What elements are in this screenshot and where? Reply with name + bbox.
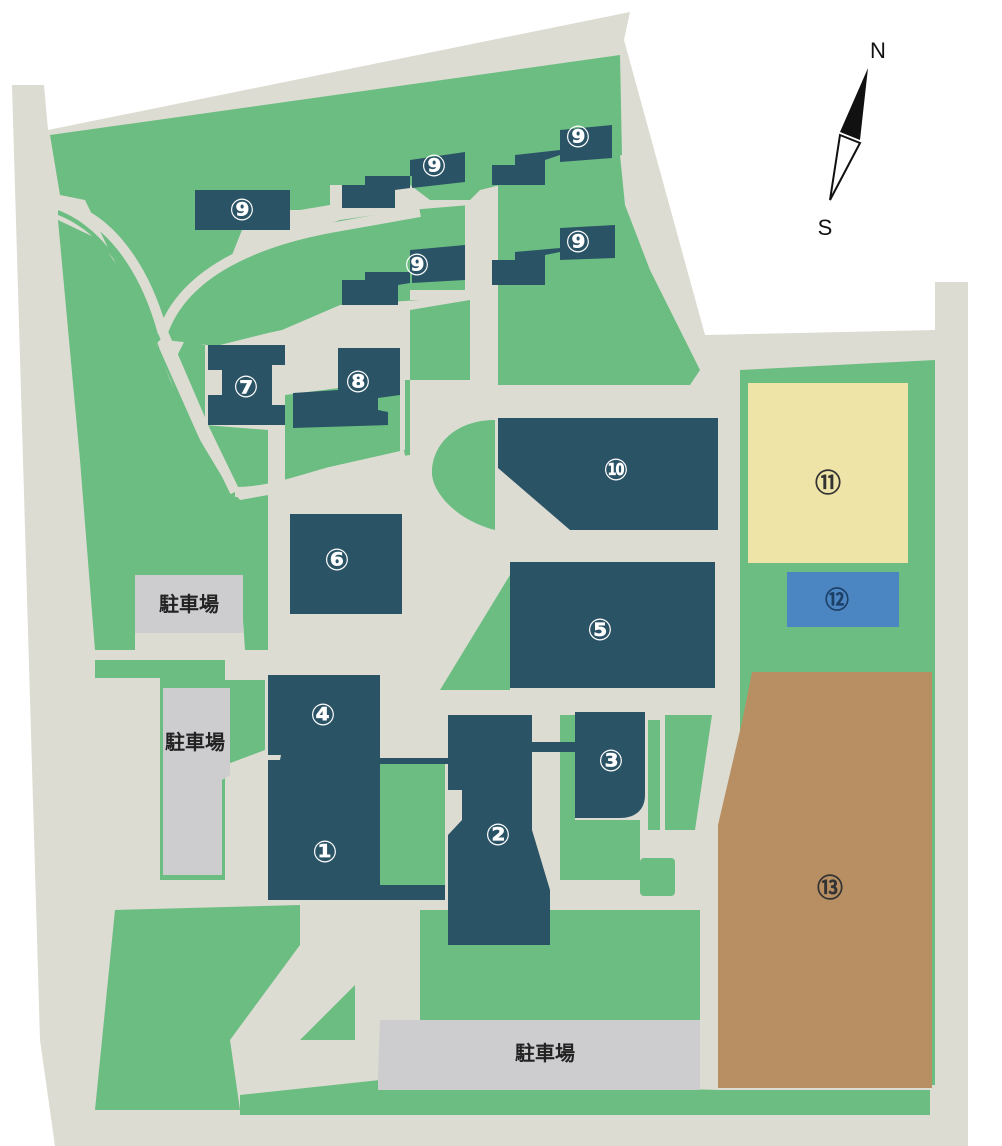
parking-lot-north: [135, 575, 243, 633]
label-9c: ⑨: [565, 120, 590, 155]
building-4: [268, 675, 380, 755]
compass-north: N: [870, 38, 886, 63]
building-1: [268, 750, 445, 900]
corridor-2-3: [532, 742, 577, 752]
lawn-center-east: [560, 715, 640, 880]
label-13: ⑬: [817, 873, 843, 904]
parking-label-south: 駐車場: [515, 1041, 575, 1065]
building-5: [510, 562, 715, 688]
label-3: ③: [598, 744, 623, 779]
building-3: [575, 712, 645, 818]
pool-12: [787, 572, 899, 627]
label-9b: ⑨: [421, 149, 446, 184]
label-9e: ⑨: [565, 225, 590, 260]
lawn-center-south: [380, 760, 445, 885]
building-labels: ⑨ ⑨ ⑨ ⑨ ⑨ ⑦ ⑧ ⑥ ⑩ ⑤ ④ ① ② ③ ⑪ ⑫ ⑬: [229, 120, 849, 904]
lawn-west: [58, 220, 268, 650]
lawn-center-east2: [648, 720, 660, 830]
label-1: ①: [312, 835, 337, 870]
ground-13: [718, 672, 932, 1088]
parking-label-north: 駐車場: [159, 592, 219, 616]
parking-lot-south: [378, 1020, 700, 1090]
label-9a: ⑨: [229, 193, 254, 228]
label-6: ⑥: [324, 543, 349, 578]
building-8: [293, 348, 400, 428]
lawn-small-square: [640, 858, 675, 896]
building-7: [208, 345, 285, 425]
label-9d: ⑨: [404, 248, 429, 283]
north-arrow-icon: [840, 68, 868, 140]
label-5: ⑤: [587, 613, 612, 648]
lawn-east-strip: [498, 155, 700, 385]
buildings: [195, 125, 718, 945]
compass-south: S: [818, 215, 833, 240]
parking-lots: [135, 575, 700, 1090]
building-9d: [342, 245, 465, 305]
lawn-triangle-5: [440, 575, 510, 690]
label-2: ②: [485, 818, 510, 853]
building-9b: [342, 152, 465, 208]
parking-label-west: 駐車場: [165, 730, 225, 754]
building-9c: [492, 125, 612, 185]
building-9a: [195, 190, 290, 230]
lawn-north: [50, 55, 622, 345]
building-9e: [492, 225, 615, 285]
south-arrow-icon: [829, 133, 862, 201]
compass: N S: [818, 38, 886, 240]
parking-lot-west: [163, 688, 230, 875]
footpaths: [56, 200, 495, 670]
label-11: ⑪: [815, 468, 841, 499]
building-2: [448, 715, 550, 945]
lawn-south-triangle: [300, 985, 355, 1040]
label-4: ④: [310, 698, 335, 733]
corridor-4-2: [380, 758, 448, 764]
building-6: [290, 514, 402, 614]
building-10: [498, 418, 718, 530]
lawn-center-north: [165, 205, 470, 345]
label-7: ⑦: [233, 370, 258, 405]
lawn-strip-east: [665, 715, 712, 830]
label-10: ⑩: [603, 453, 628, 488]
field-11: [748, 383, 908, 563]
lawn-southwest: [95, 905, 300, 1110]
lawn-half-circle: [431, 420, 495, 530]
label-12: ⑫: [825, 586, 849, 614]
label-8: ⑧: [345, 365, 370, 400]
